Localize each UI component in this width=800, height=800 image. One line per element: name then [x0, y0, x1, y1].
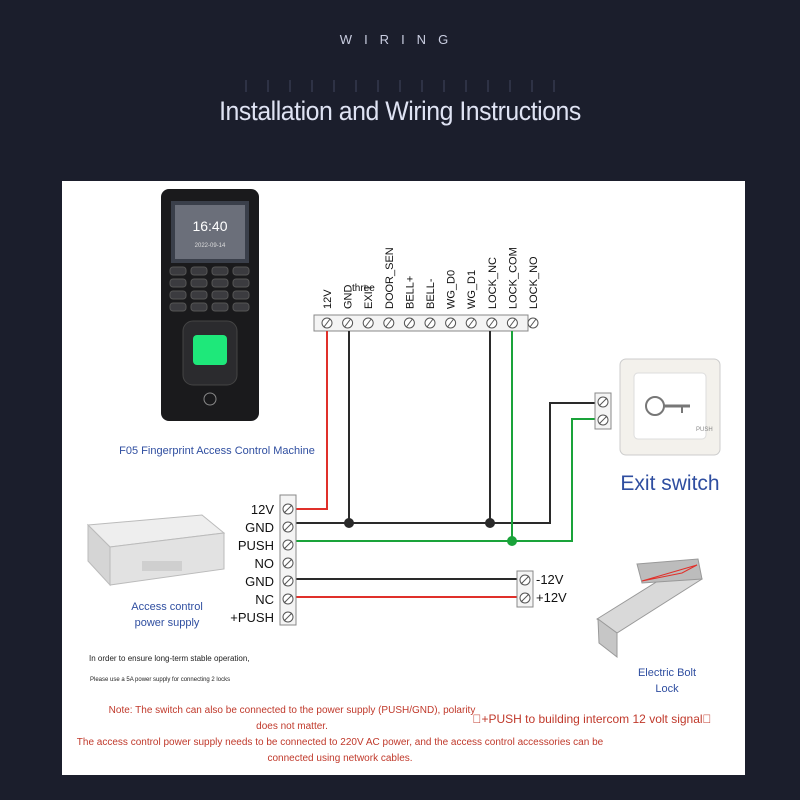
exit-switch-device: PUSH [619, 358, 721, 456]
wiring-diagram: 16:40 2022-09-14 three [86, 189, 721, 659]
lock-terminal-pos: +12V [536, 590, 567, 605]
eyebrow-label: WIRING [339, 32, 461, 47]
psu-terminal-label: NO [255, 556, 275, 571]
push-label: PUSH [696, 427, 713, 433]
wire-12v [294, 331, 328, 510]
psu-terminal-label: GND [245, 520, 274, 535]
fingerprint-device: 16:40 2022-09-14 [161, 189, 259, 421]
psu-caption-line1: Access control [131, 601, 203, 613]
psu-caption-line2: power supply [134, 617, 200, 629]
psu-terminal-label: PUSH [238, 538, 274, 553]
wire-gnd [294, 331, 350, 524]
lock-terminal-neg: -12V [536, 572, 564, 587]
exit-switch-terminals [594, 392, 612, 430]
small-note-line1: In order to ensure long-term stable oper… [89, 654, 250, 663]
small-note-line2: Please use a 5A power supply for connect… [90, 677, 231, 683]
wiring-diagram-panel: 16:40 2022-09-14 three [62, 181, 745, 775]
page-title: Installation and Wiring Instructions [219, 96, 581, 126]
note-line4: connected using network cables. [267, 753, 413, 764]
device-date: 2022-09-14 [195, 243, 226, 249]
psu-terminal-block [279, 494, 297, 626]
intercom-note:  +PUSH to building intercom 12 volt sign… [472, 712, 712, 726]
note-line1: Note: The switch can also be connected t… [108, 705, 476, 716]
top-terminal-label: DOOR_SEN [384, 247, 396, 309]
top-terminal-label: GND [343, 285, 355, 310]
psu-terminal-label: NC [255, 592, 274, 607]
top-terminal-block [313, 314, 539, 332]
lock-caption-line1: Electric Bolt [637, 667, 697, 679]
top-terminal-label: 12V [322, 289, 334, 309]
top-terminal-label: BELL+ [404, 276, 416, 309]
decorative-bar [245, 80, 555, 92]
top-terminal-label: LOCK_NO [528, 256, 540, 309]
top-terminal-label: WG_D1 [466, 270, 478, 309]
note-line3: The access control power supply needs to… [76, 737, 604, 748]
psu-terminal-label: +PUSH [230, 610, 274, 625]
top-terminal-label: LOCK_COM [507, 247, 519, 309]
exit-switch-label: Exit switch [620, 472, 719, 495]
top-terminal-label: LOCK_NC [487, 257, 499, 309]
power-supply-box [86, 514, 226, 587]
nfc-icon [203, 392, 217, 406]
wire-push [294, 418, 597, 542]
device-keypad [169, 266, 250, 312]
device-caption: F05 Fingerprint Access Control Machine [119, 445, 315, 457]
lock-terminal-block [516, 570, 534, 608]
top-terminal-label: BELL- [425, 278, 437, 309]
lock-caption-line2: Lock [655, 683, 679, 695]
psu-terminal-label: GND [245, 574, 274, 589]
top-terminal-label: EXIT [363, 284, 375, 309]
top-overlay-label: three [352, 283, 375, 294]
fingerprint-sensor [193, 335, 227, 365]
device-clock: 16:40 [192, 218, 227, 234]
wire-exit-gnd [349, 402, 597, 524]
note-line2: does not matter. [256, 721, 328, 732]
electric-bolt-lock [596, 558, 703, 659]
top-terminal-label: WG_D0 [446, 270, 458, 309]
psu-terminal-label: 12V [251, 502, 274, 517]
wires [294, 331, 597, 598]
